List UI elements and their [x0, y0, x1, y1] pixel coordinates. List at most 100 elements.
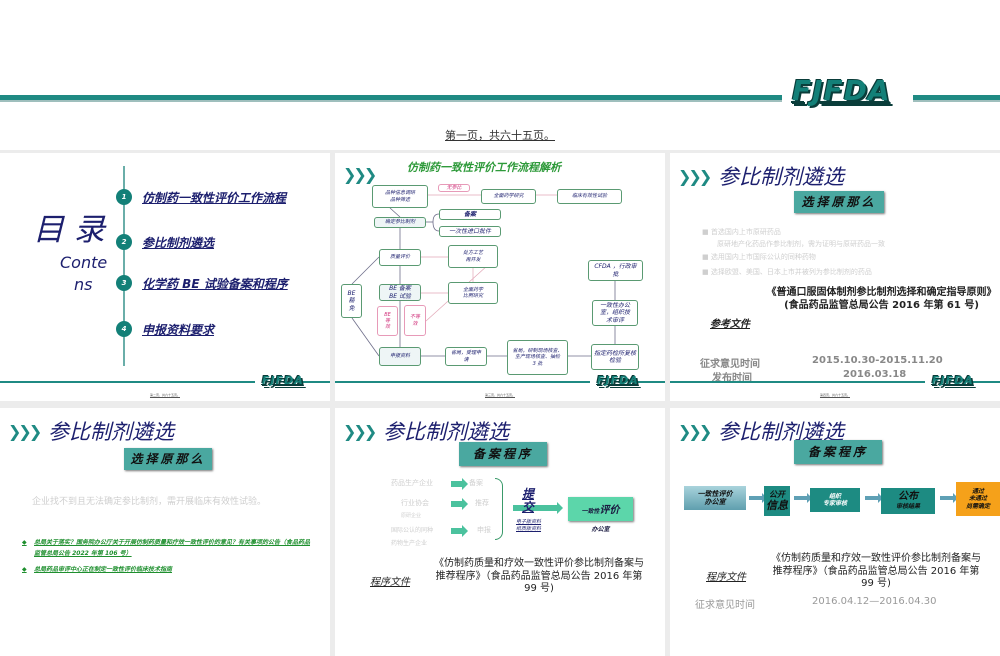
arrow-icon: [451, 478, 468, 490]
footer-rule: [300, 381, 330, 383]
page-label: 第一页，共六十五页。: [445, 129, 555, 142]
slide-thumbnail-7[interactable]: ❯❯❯ 参比制剂遴选 备案程序 一致性评价办公室 公开信息 组织专家审核 公布审…: [670, 408, 1000, 656]
toc-item[interactable]: 仿制药一致性评价工作流程: [142, 191, 287, 205]
bullet-text: 选用国内上市国际公认的同种药物: [710, 253, 816, 261]
step-text: 信息: [766, 499, 788, 513]
submit-label: 提交: [522, 487, 535, 515]
slide-title: 参比制剂遴选: [383, 420, 509, 444]
source-label: 国际公认的同种: [391, 527, 434, 534]
source-label: 药物生产企业: [391, 540, 428, 547]
step-text: 通过: [971, 488, 984, 496]
reference-label: 参考文件: [710, 319, 750, 330]
slide-thumbnail-4[interactable]: ❯❯❯ 参比制剂遴选 选择原那么 ■ 首选国内上市原研药品 原研地产化药品作参比…: [670, 153, 1000, 401]
toc-number: 1: [116, 189, 132, 205]
comment-period-dates: 2015.10.30-2015.11.20: [812, 355, 943, 366]
timeline: [123, 166, 125, 366]
footer-rule: [670, 381, 925, 383]
slide-thumbnail-3[interactable]: ❯❯❯ 仿制药一致性评价工作流程解析 品种信息调研 品种筛选无参比全面药学研究临…: [335, 153, 665, 401]
footer-rule: [635, 381, 665, 383]
action-label: 申报: [477, 526, 491, 534]
toc-item[interactable]: 参比制剂遴选: [142, 236, 215, 250]
bullet-text: 选择欧盟、美国、日本上市并被列为参比制剂的药品: [710, 268, 872, 276]
toc-item[interactable]: 化学药 BE 试验备案和程序: [142, 277, 288, 291]
flow-box: 省局，受理申 请: [445, 347, 487, 366]
fjfda-logo: FJFDA: [792, 74, 891, 107]
flow-box: 申报资料: [379, 347, 421, 366]
step-text: 公布: [898, 491, 918, 503]
source-label: 行业协会: [401, 499, 429, 507]
arrow-icon: [749, 493, 767, 503]
step-text: 专家审核: [822, 500, 847, 507]
flow-box: CFDA ，行政审 批: [588, 260, 643, 281]
submit-sub: 电子版资料: [516, 519, 542, 525]
chevrons-icon: ❯❯❯: [343, 422, 377, 441]
slide-thumbnail-6[interactable]: ❯❯❯ 参比制剂遴选 备案程序 药品生产企业 行业协会 原研企业 国际公认的同种…: [335, 408, 665, 656]
bullet-item: ■ 选择欧盟、美国、日本上市并被列为参比制剂的药品: [702, 268, 872, 276]
process-step: 组织专家审核: [810, 488, 860, 512]
toc-number: 2: [116, 234, 132, 250]
reference-label: 程序文件: [706, 572, 746, 583]
reference-document: 《仿制药质量和疗效一致性评价参比制剂备案与推荐程序》（食品药品监管总局公告 20…: [771, 553, 981, 589]
target-text: 一致性: [581, 508, 600, 515]
flow-box: 指定药检所复核 检验: [591, 344, 639, 370]
flow-box: 处方工艺 再开发: [448, 245, 498, 268]
fjfda-logo: FJFDA: [262, 374, 304, 387]
slide-thumbnail-2[interactable]: 目 录 Conte ns 1 仿制药一致性评价工作流程 2 参比制剂遴选 3 化…: [0, 153, 330, 401]
flow-box: 全面药学 比照研究: [448, 282, 498, 304]
submit-sub: 纸质版资料: [516, 526, 542, 532]
process-step: 公布审核结果: [881, 488, 935, 514]
section-label: 备案程序: [794, 440, 882, 464]
step-text: 公开: [769, 489, 785, 499]
chevrons-icon: ❯❯❯: [8, 422, 42, 441]
toc-title-en: Conte: [60, 253, 108, 272]
flow-box: BE 豁 免: [341, 284, 362, 318]
arrow-icon: [451, 498, 468, 510]
comment-period-label: 征求意见时间: [700, 359, 760, 370]
flow-box: 一次性进口批件: [439, 226, 501, 237]
section-label: 选择原那么: [794, 191, 884, 213]
arrow-icon: [865, 493, 883, 503]
guideline-link[interactable]: 总局药品审评中心正在制定一致性评价临床技术指南: [34, 566, 173, 573]
arrow-icon: [794, 493, 812, 503]
step-text: 尚需确定: [965, 502, 990, 510]
step-text: 审核结果: [895, 503, 920, 511]
bullet-item: ■ 首选国内上市原研药品: [702, 228, 781, 236]
source-label: 原研企业: [401, 513, 422, 519]
process-step: 通过未通过尚需确定: [956, 482, 1000, 516]
target-text: 办公室: [591, 525, 610, 533]
footer-rule: [335, 381, 590, 383]
section-label: 备案程序: [459, 442, 547, 466]
reference-document: 《普通口服固体制剂参比制剂选择和确定指导原则》 (食品药品监管总局公告 2016…: [766, 287, 997, 311]
toc-item[interactable]: 申报资料要求: [142, 323, 215, 337]
step-text: 未通过: [968, 495, 987, 503]
step-text: 一致性评价: [697, 489, 733, 498]
reference-label: 程序文件: [370, 577, 410, 588]
bullet-text: 首选国内上市原研药品: [710, 228, 781, 236]
comment-period-dates: 2016.04.12—2016.04.30: [812, 596, 937, 607]
fjfda-logo: FJFDA: [597, 374, 639, 387]
arrow-icon: [451, 525, 468, 537]
flow-box: 临床有效性试验: [557, 189, 622, 204]
slide-thumbnail-5[interactable]: ❯❯❯ 参比制剂遴选 选择原那么 企业找不到且无法确定参比制剂，需开展临床有效性…: [0, 408, 330, 656]
announcement-link[interactable]: 总局关于落实？国务院办公厅关于开展仿制药质量和疗效一致性评价的意见？有关事项的公…: [34, 539, 311, 557]
flow-box: 不等 效: [404, 305, 426, 336]
slide-title: 参比制剂遴选: [48, 420, 174, 444]
action-label: 推荐: [475, 499, 489, 507]
bullet-item: ■ 选用国内上市国际公认的同种药物: [702, 253, 816, 261]
flow-box: 品种信息调研 品种筛选: [372, 185, 428, 208]
slide-title: 仿制药一致性评价工作流程解析: [407, 161, 561, 174]
target-office-box: 一致性评价办公室: [568, 497, 633, 532]
process-step: 公开信息: [764, 486, 790, 516]
flow-box: 质量评价: [379, 249, 421, 266]
chevrons-icon: ❯❯❯: [678, 422, 712, 441]
publish-date: 2016.03.18: [843, 369, 907, 380]
arrow-icon: [940, 493, 958, 503]
slide-title: 参比制剂遴选: [718, 165, 844, 189]
flow-box: 确定参比制剂: [374, 217, 426, 228]
toc-title: 目 录: [33, 212, 105, 248]
flow-box: 备案: [439, 209, 501, 220]
top-banner: FJFDA 第一页，共六十五页。: [0, 0, 1000, 150]
process-step: 一致性评价办公室: [684, 486, 746, 510]
comment-period-label: 征求意见时间: [695, 600, 755, 611]
footer-rule: [970, 381, 1000, 383]
